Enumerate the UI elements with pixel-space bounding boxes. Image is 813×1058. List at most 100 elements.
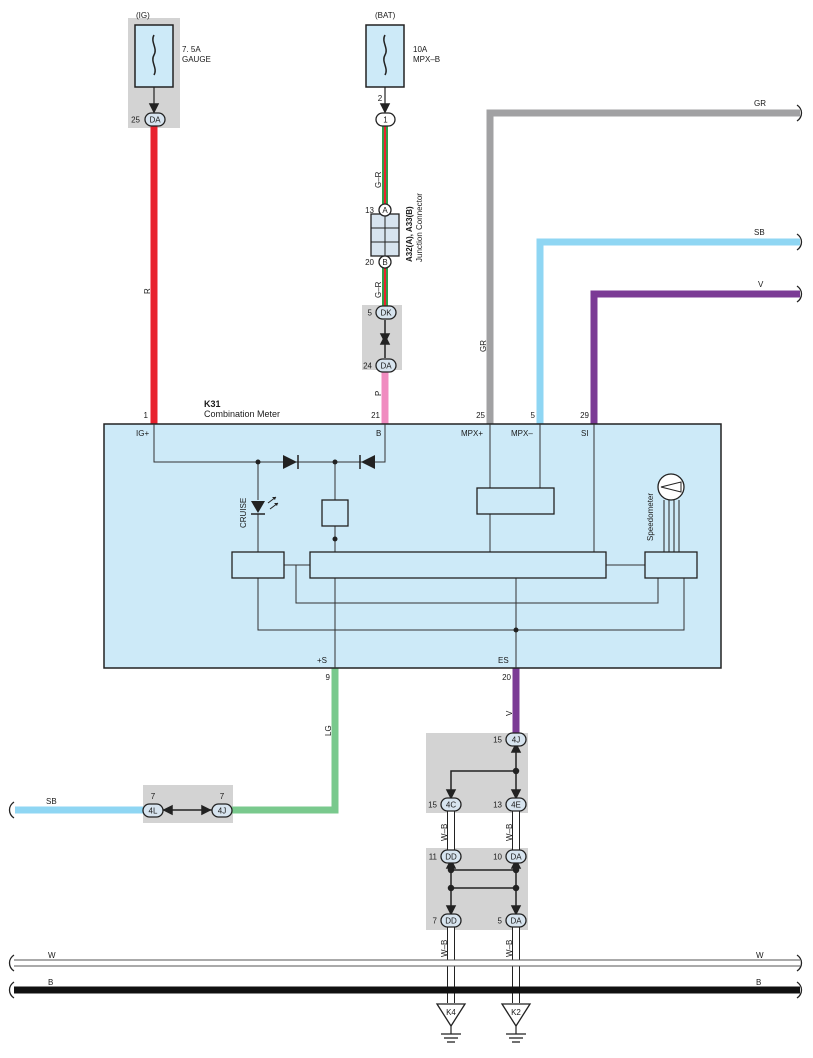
svg-text:4J: 4J — [512, 736, 520, 745]
connector-da5: DA 5 — [498, 913, 527, 928]
pin-label-si: SI — [581, 429, 589, 438]
svg-text:11: 11 — [429, 853, 438, 862]
junction-name: A32(A), A33(B) — [405, 206, 414, 262]
connector-bat-out: 1 2 — [375, 94, 396, 127]
meter-code: K31 — [204, 399, 221, 409]
pin-label-s: +S — [317, 656, 327, 665]
svg-text:13: 13 — [365, 206, 374, 215]
connector-dd11: DD 11 — [429, 849, 462, 864]
pin-num-si: 29 — [580, 411, 589, 420]
connector-4j7: 4J 7 — [211, 792, 233, 818]
wire-label-gr-vertical: GR — [479, 340, 488, 352]
svg-text:4J: 4J — [218, 807, 226, 816]
cruise-label: CRUISE — [239, 498, 248, 528]
meter-block-cpu — [309, 551, 607, 579]
bat-fuse-source: (BAT) — [375, 11, 396, 20]
ground-k2-icon: K2 — [500, 1003, 532, 1043]
meter-internal-circuit — [153, 424, 685, 668]
meter-block-small — [321, 499, 349, 527]
ground-k2-label: K2 — [511, 1008, 521, 1017]
junction-desc: Junction Connector — [415, 193, 424, 262]
connector-da24: DA 24 — [363, 358, 397, 373]
wire-label-lg: LG — [324, 725, 333, 736]
ig-fuse-source: (IG) — [136, 11, 150, 20]
bus-label-b-left: B — [48, 978, 53, 987]
pin-num-mpxm: 5 — [531, 411, 536, 420]
connector-jc-b: B 20 — [365, 255, 392, 269]
svg-text:4C: 4C — [446, 801, 456, 810]
svg-text:10: 10 — [493, 853, 502, 862]
wire-label-gr-right: GR — [754, 99, 766, 108]
connector-4e13: 4E 13 — [493, 797, 527, 812]
svg-text:B: B — [382, 258, 387, 267]
svg-text:DA: DA — [510, 917, 522, 926]
meter-block-cruise — [231, 551, 285, 579]
wire-label-p: P — [374, 391, 383, 396]
wire-label-r: R — [143, 288, 152, 294]
pin-label-mpxp: MPX+ — [461, 429, 483, 438]
meter-name: Combination Meter — [204, 409, 280, 419]
pin-num-b: 21 — [371, 411, 380, 420]
pin-label-mpxm: MPX– — [511, 429, 533, 438]
combination-meter: K31 Combination Meter 1 21 25 5 29 IG+ B… — [103, 399, 722, 682]
connector-dd7: DD 7 — [433, 913, 462, 928]
speedometer-label: Speedometer — [646, 493, 655, 541]
bus-label-w-left: W — [48, 951, 56, 960]
pin-num-s: 9 — [326, 673, 331, 682]
pin-num-igp: 1 — [144, 411, 149, 420]
bat-fuse: (BAT) 10A MPX–B — [365, 11, 440, 88]
wire-break-marks-right — [796, 104, 803, 303]
bus-label-b-right: B — [756, 978, 761, 987]
svg-text:5: 5 — [368, 309, 373, 318]
svg-text:13: 13 — [493, 801, 502, 810]
svg-text:DA: DA — [510, 853, 522, 862]
bat-fuse-name: MPX–B — [413, 55, 440, 64]
connector-da25: DA 25 — [131, 112, 166, 127]
cruise-led-icon — [251, 496, 279, 515]
pin-num-es: 20 — [502, 673, 511, 682]
ground-k4-label: K4 — [446, 1008, 456, 1017]
wire-label-g-r-upper: G–R — [374, 171, 383, 188]
svg-text:4L: 4L — [149, 807, 158, 816]
svg-text:DD: DD — [445, 853, 457, 862]
wire-label-wb-3: W–B — [440, 940, 449, 957]
bus-label-w-right: W — [756, 951, 764, 960]
wire-label-wb-2: W–B — [505, 824, 514, 841]
wire-label-wb-1: W–B — [440, 824, 449, 841]
connector-4c15: 4C 15 — [428, 797, 462, 812]
bat-fuse-rating: 10A — [413, 45, 428, 54]
wire-label-v-es: V — [505, 710, 514, 716]
connector-4j15: 4J 15 — [493, 732, 527, 747]
svg-text:2: 2 — [378, 94, 383, 103]
pin-label-es: ES — [498, 656, 509, 665]
wire-sb — [536, 238, 800, 424]
svg-text:7: 7 — [220, 792, 225, 801]
junction-connector: A32(A), A33(B) Junction Connector — [370, 193, 424, 262]
svg-text:DA: DA — [149, 116, 161, 125]
ig-fuse: (IG) 7. 5A GAUGE — [134, 11, 211, 88]
connector-da10: DA 10 — [493, 849, 527, 864]
connector-dk5: DK 5 — [368, 305, 397, 320]
svg-text:15: 15 — [493, 736, 502, 745]
svg-text:7: 7 — [433, 917, 438, 926]
diode-left — [283, 455, 299, 469]
pin-label-b: B — [376, 429, 381, 438]
wire-lg — [232, 668, 339, 814]
svg-text:DK: DK — [380, 309, 392, 318]
svg-text:25: 25 — [131, 116, 140, 125]
wire-gr — [486, 109, 800, 424]
wire-label-wb-4: W–B — [505, 940, 514, 957]
svg-text:4E: 4E — [511, 801, 521, 810]
meter-junction-dots — [255, 459, 519, 633]
wire-v — [590, 290, 800, 424]
junction-internal-lines — [148, 103, 522, 916]
bus-break-marks — [8, 954, 803, 999]
diode-right — [359, 455, 375, 469]
svg-text:20: 20 — [365, 258, 374, 267]
wire-label-g-r-lower: G–R — [374, 281, 383, 298]
connector-jc-a: A 13 — [365, 203, 392, 217]
pin-label-igp: IG+ — [136, 429, 149, 438]
svg-text:5: 5 — [498, 917, 503, 926]
wire-label-sb-left: SB — [46, 797, 57, 806]
